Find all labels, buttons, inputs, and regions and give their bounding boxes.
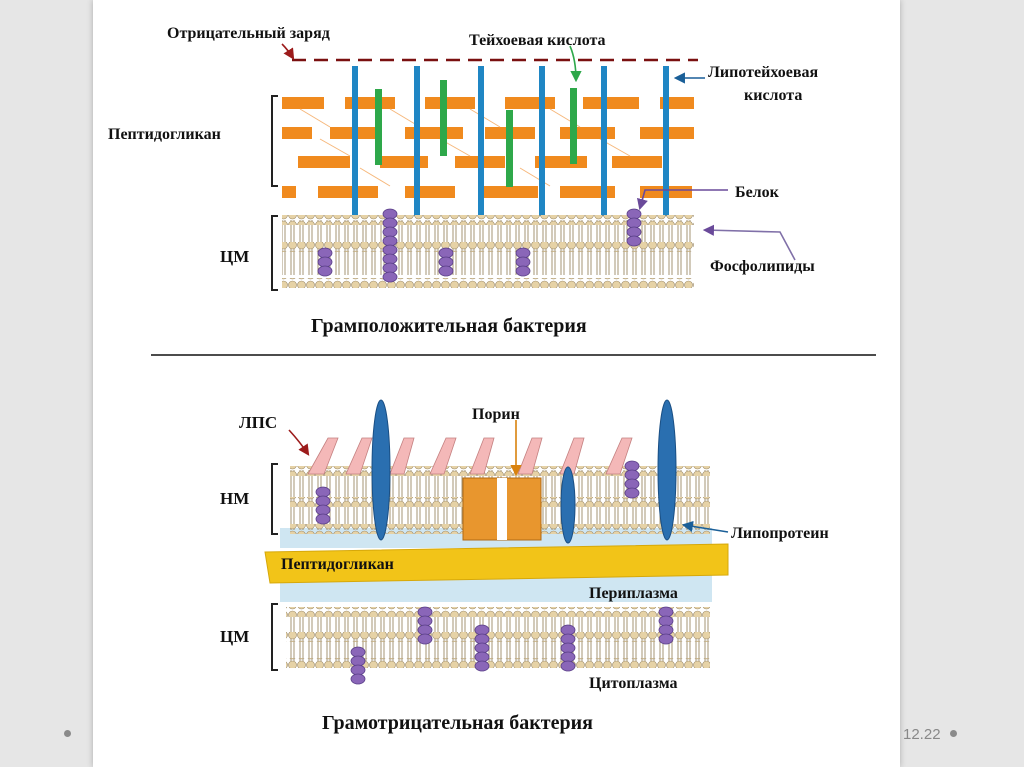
label-phospholipids: Фосфолипиды [710, 258, 815, 275]
label-cytoplasm: Цитоплазма [589, 675, 678, 692]
footer-date: 12.22 [903, 726, 941, 743]
gram-positive-diagram: Отрицательный заряд Тейхоевая кислота Ли… [108, 25, 818, 337]
gram-negative-brackets [271, 463, 278, 671]
lps-molecules [307, 437, 633, 475]
caption-gram-negative: Грамотрицательная бактерия [322, 712, 593, 734]
gram-negative-diagram: ЛПС Порин НМ Липопротеин Пептидогликан П… [220, 399, 829, 734]
peptidoglycan-mesh [282, 97, 694, 198]
lipoproteins [371, 399, 677, 544]
label-lipoteichoic-acid-1: Липотейхоевая [708, 64, 818, 81]
label-lipoprotein: Липопротеин [731, 525, 829, 542]
label-negative-charge: Отрицательный заряд [167, 25, 330, 42]
label-lps: ЛПС [239, 413, 277, 432]
gram-positive-membrane [282, 215, 694, 288]
label-lipoteichoic-acid-2: кислота [744, 87, 802, 104]
lipoteichoic-acid-rods [352, 66, 669, 216]
label-cm-negative: ЦМ [220, 627, 249, 646]
gram-negative-arrows [288, 420, 729, 533]
gram-positive-brackets [271, 95, 278, 291]
label-teichoic-acid: Тейхоевая кислота [469, 32, 606, 49]
label-gn-peptidoglycan: Пептидогликан [281, 556, 394, 573]
slide-nav-left-dot[interactable] [64, 730, 71, 737]
label-cm-positive: ЦМ [220, 247, 249, 266]
label-peptidoglycan: Пептидогликан [108, 126, 221, 143]
label-om: НМ [220, 489, 249, 508]
porin-channel [462, 477, 542, 541]
label-protein: Белок [735, 184, 780, 201]
cytoplasmic-membrane [286, 607, 710, 668]
label-porin: Порин [472, 406, 520, 423]
slide-nav-right-dot[interactable] [950, 730, 957, 737]
label-periplasm: Периплазма [589, 585, 678, 602]
gram-positive-arrows [281, 43, 796, 261]
gn-peptidoglycan-band [264, 543, 729, 584]
caption-gram-positive: Грамположительная бактерия [311, 315, 587, 337]
teichoic-acid-rods [375, 80, 577, 187]
